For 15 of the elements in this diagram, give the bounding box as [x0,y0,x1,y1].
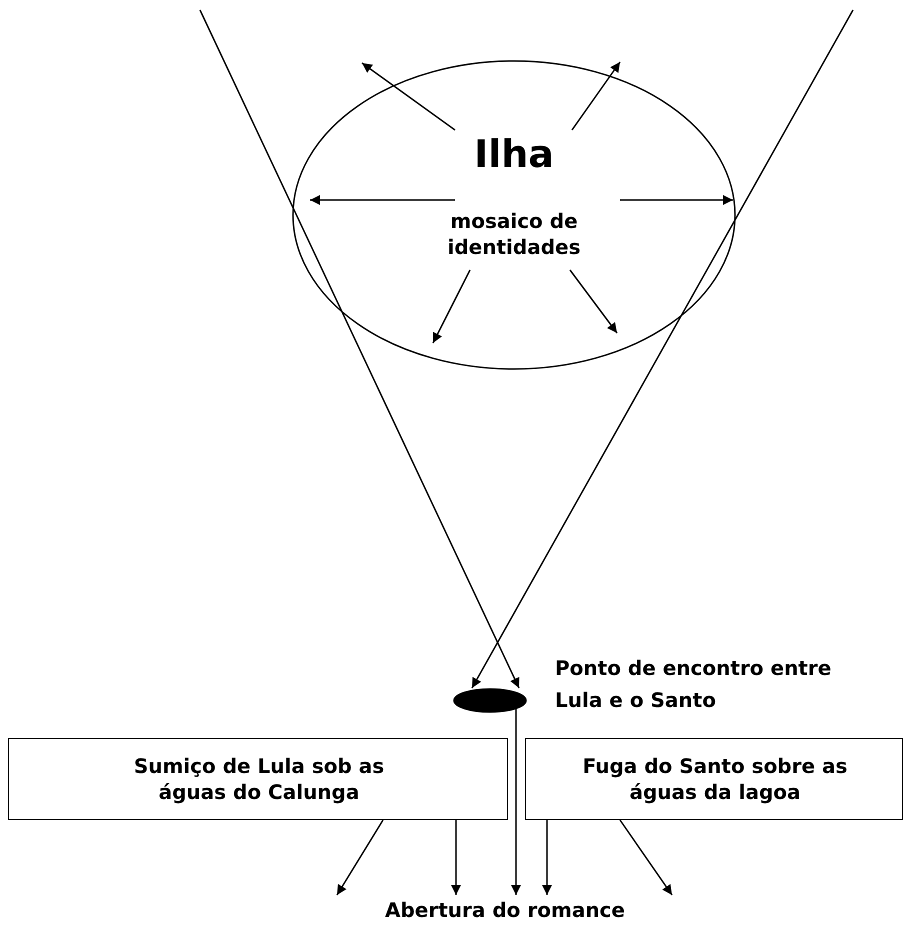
arrow [511,709,521,895]
event-box [8,738,508,820]
conclusion-text: Abertura do romance [320,895,690,927]
heading-text: Ilha [473,131,555,178]
arrow [451,820,461,895]
event-box [525,738,903,820]
subtitle-text: mosaico de identidades [446,208,582,260]
arrow [336,820,384,896]
box-text: Fuga do Santo sobre as águas da lagoa [582,753,848,805]
arrow [199,10,520,688]
box-text: Sumiço de Lula sob as águas do Calunga [132,753,386,805]
arrow [542,820,552,895]
arrow [619,820,673,896]
arrow [471,10,854,688]
caption-text: Ponto de encontro entre Lula e o Santo [555,655,832,714]
